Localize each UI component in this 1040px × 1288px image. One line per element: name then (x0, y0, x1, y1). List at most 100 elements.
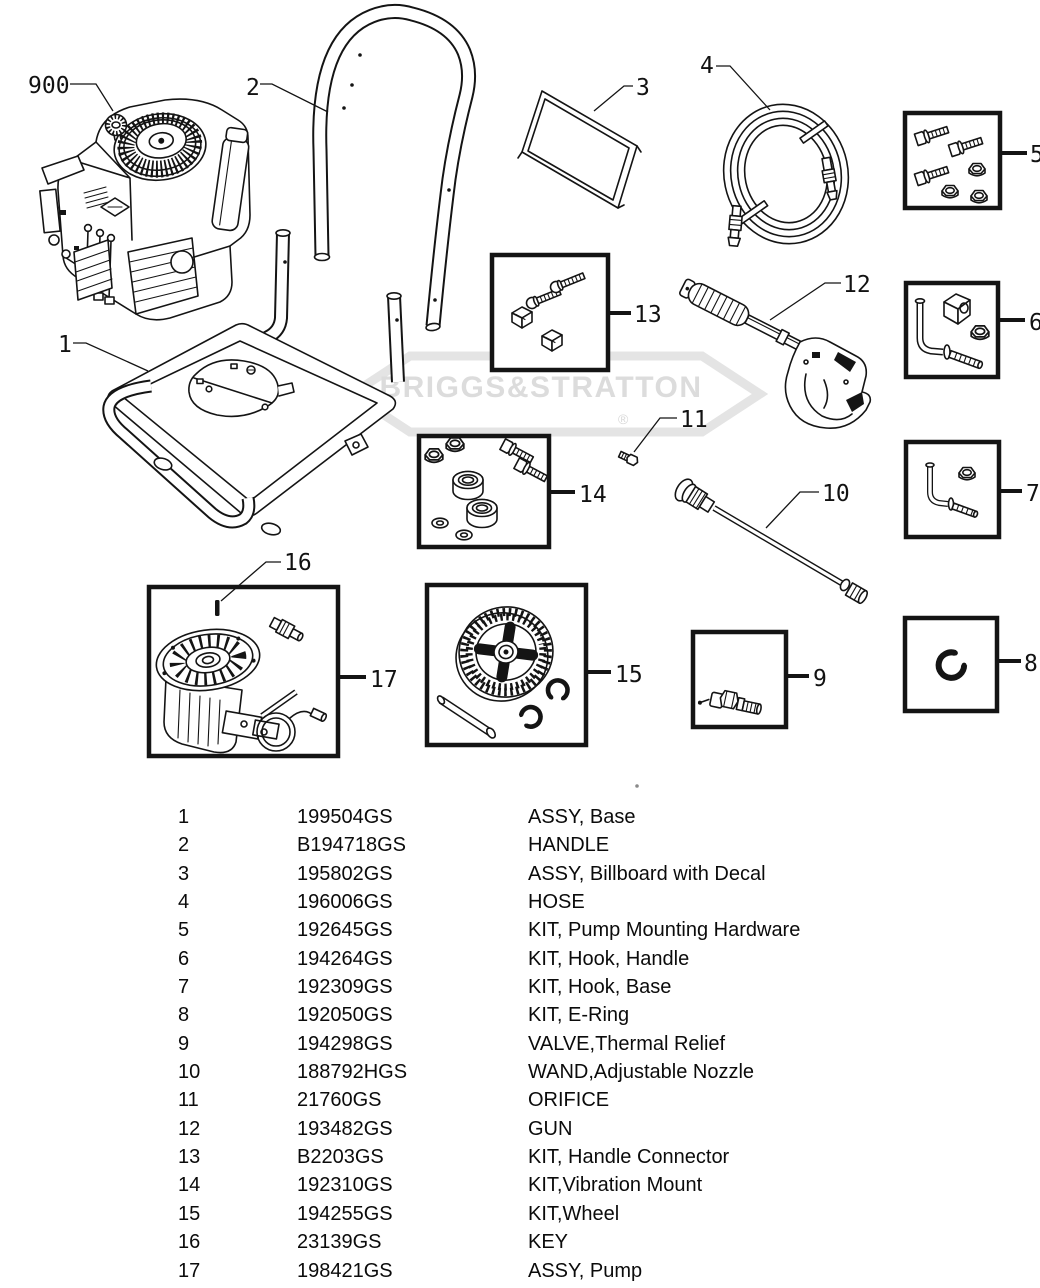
part-number: 195802GS (297, 862, 393, 885)
leader-line-key (220, 561, 281, 602)
part-ref: 12 (178, 1117, 201, 1140)
parts-row: 12 193482GS GUN (0, 1115, 1040, 1143)
callout-key: 16 (284, 550, 312, 576)
part-ref: 5 (178, 919, 190, 942)
part-number: 198421GS (297, 1259, 393, 1282)
part-number: B194718GS (297, 834, 406, 857)
part-description: KIT, Handle Connector (528, 1146, 730, 1169)
part-number: 196006GS (297, 891, 393, 914)
part-ref: 9 (178, 1032, 190, 1055)
callout-vibration-mount-kit: 14 (579, 482, 607, 508)
leader-line-engine (70, 83, 114, 112)
part-base-illustration (102, 229, 405, 536)
stray-dot (635, 784, 639, 788)
callout-wand: 10 (822, 481, 850, 507)
callout-thermal-relief-valve: 9 (813, 666, 827, 692)
part-description: HANDLE (528, 834, 610, 857)
part-hook-base-kit-illustration (925, 462, 979, 518)
part-thermal-relief-valve-illustration (697, 689, 762, 715)
callout-pump-mounting-kit: 5 (1030, 142, 1040, 168)
parts-diagram: BRIGGS&STRATTON ® (28, 3, 1040, 788)
part-description: KIT, E-Ring (528, 1004, 630, 1027)
part-wheel-kit-illustration (436, 606, 569, 739)
part-ref: 7 (178, 976, 190, 999)
part-hook-handle-kit-illustration (914, 293, 990, 370)
briggs-stratton-watermark: BRIGGS&STRATTON ® (343, 351, 769, 437)
part-description: GUN (528, 1117, 573, 1140)
part-number: 194255GS (297, 1202, 393, 1225)
part-description: VALVE,Thermal Relief (528, 1032, 726, 1055)
leader-line-handle (260, 83, 329, 113)
part-wand-illustration (674, 478, 869, 605)
parts-row: 6 194264GS KIT, Hook, Handle (0, 945, 1040, 973)
part-gun-illustration (679, 278, 872, 429)
part-number: 188792HGS (297, 1061, 408, 1084)
part-description: ASSY, Base (528, 806, 636, 828)
callout-hose: 4 (700, 53, 714, 79)
kit-box-13 (489, 252, 611, 373)
part-ref: 13 (178, 1146, 201, 1169)
part-engine-illustration (39, 98, 251, 321)
leader-line-base (73, 342, 149, 372)
part-ref: 16 (178, 1231, 201, 1254)
callout-gun: 12 (843, 272, 871, 298)
part-number: 21760GS (297, 1089, 382, 1112)
callout-hook-handle-kit: 6 (1029, 310, 1040, 336)
part-number: 192050GS (297, 1004, 393, 1027)
part-number: 193482GS (297, 1117, 393, 1140)
part-description: KEY (528, 1231, 569, 1254)
callout-wheel-kit: 15 (615, 662, 643, 688)
kit-box-9 (690, 629, 789, 730)
part-description: KIT, Hook, Handle (528, 947, 690, 970)
part-ref: 4 (178, 891, 190, 914)
part-ref: 14 (178, 1174, 201, 1197)
part-number: 192645GS (297, 919, 393, 942)
part-description: WAND,Adjustable Nozzle (528, 1061, 755, 1084)
part-ref: 6 (178, 947, 190, 970)
leader-line-wand (765, 491, 819, 529)
parts-row: 5 192645GS KIT, Pump Mounting Hardware (0, 916, 1040, 944)
kit-box-8 (902, 615, 1000, 714)
watermark-registered-icon: ® (618, 411, 629, 427)
part-description: ASSY, Billboard with Decal (528, 862, 766, 885)
callout-billboard: 3 (636, 75, 650, 101)
callout-engine: 900 (28, 73, 70, 99)
watermark-text: BRIGGS&STRATTON (379, 371, 702, 404)
callout-handle-connector-kit: 13 (634, 302, 662, 328)
parts-row: 4 196006GS HOSE (0, 888, 1040, 916)
callout-handle: 2 (246, 75, 260, 101)
leader-line-billboard (593, 85, 633, 112)
leader-line-gun (769, 282, 841, 321)
part-billboard-illustration (517, 90, 642, 209)
part-description: KIT, Hook, Base (528, 976, 672, 999)
part-handle-illustration (312, 3, 477, 332)
leader-line-hose (716, 65, 771, 111)
part-number: B2203GS (297, 1146, 384, 1169)
part-description: ORIFICE (528, 1089, 610, 1112)
part-number: 194264GS (297, 947, 393, 970)
part-number: 194298GS (297, 1032, 393, 1055)
part-ref: 1 (178, 806, 190, 828)
part-key-illustration (215, 600, 220, 616)
callout-hook-base-kit: 7 (1026, 481, 1040, 507)
parts-row: 13 B2203GS KIT, Handle Connector (0, 1143, 1040, 1171)
part-hose-illustration (722, 103, 850, 247)
part-description: HOSE (528, 891, 585, 914)
part-orifice-illustration (617, 450, 639, 467)
callout-base: 1 (58, 332, 72, 358)
kit-box-7 (903, 439, 1002, 540)
part-ref: 11 (178, 1089, 199, 1112)
part-ref: 17 (178, 1259, 201, 1282)
part-description: KIT, Pump Mounting Hardware (528, 919, 801, 942)
